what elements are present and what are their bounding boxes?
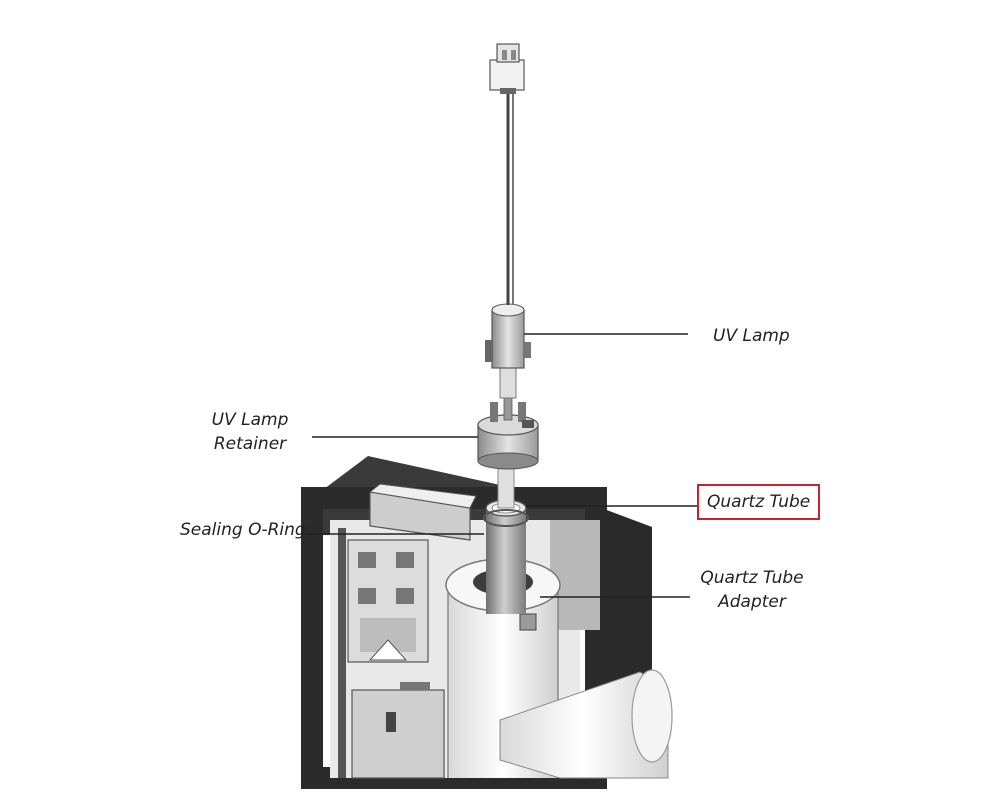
label-quartz-tube: Quartz Tube (697, 484, 821, 520)
uv-lamp-retainer (477, 395, 539, 470)
label-uv-lamp-retainer-line2: Retainer (213, 434, 287, 454)
reactor-pipe (447, 585, 673, 779)
label-quartz-tube-adapter: Quartz Tube Adapter (692, 566, 812, 614)
connector-plug (489, 43, 525, 94)
lamp-cable (506, 92, 514, 305)
internal-components (347, 483, 477, 779)
label-uv-lamp: UV Lamp (713, 326, 790, 346)
label-uv-lamp-retainer: UV Lamp Retainer (200, 408, 300, 456)
quartz-tube (483, 499, 529, 614)
label-quartz-tube-adapter-line2: Adapter (718, 592, 786, 612)
label-uv-lamp-retainer-line1: UV Lamp (211, 410, 289, 430)
label-quartz-tube-adapter-line1: Quartz Tube (700, 568, 804, 588)
uv-lamp (485, 303, 531, 399)
label-sealing-o-ring: Sealing O-Ring (180, 520, 306, 540)
